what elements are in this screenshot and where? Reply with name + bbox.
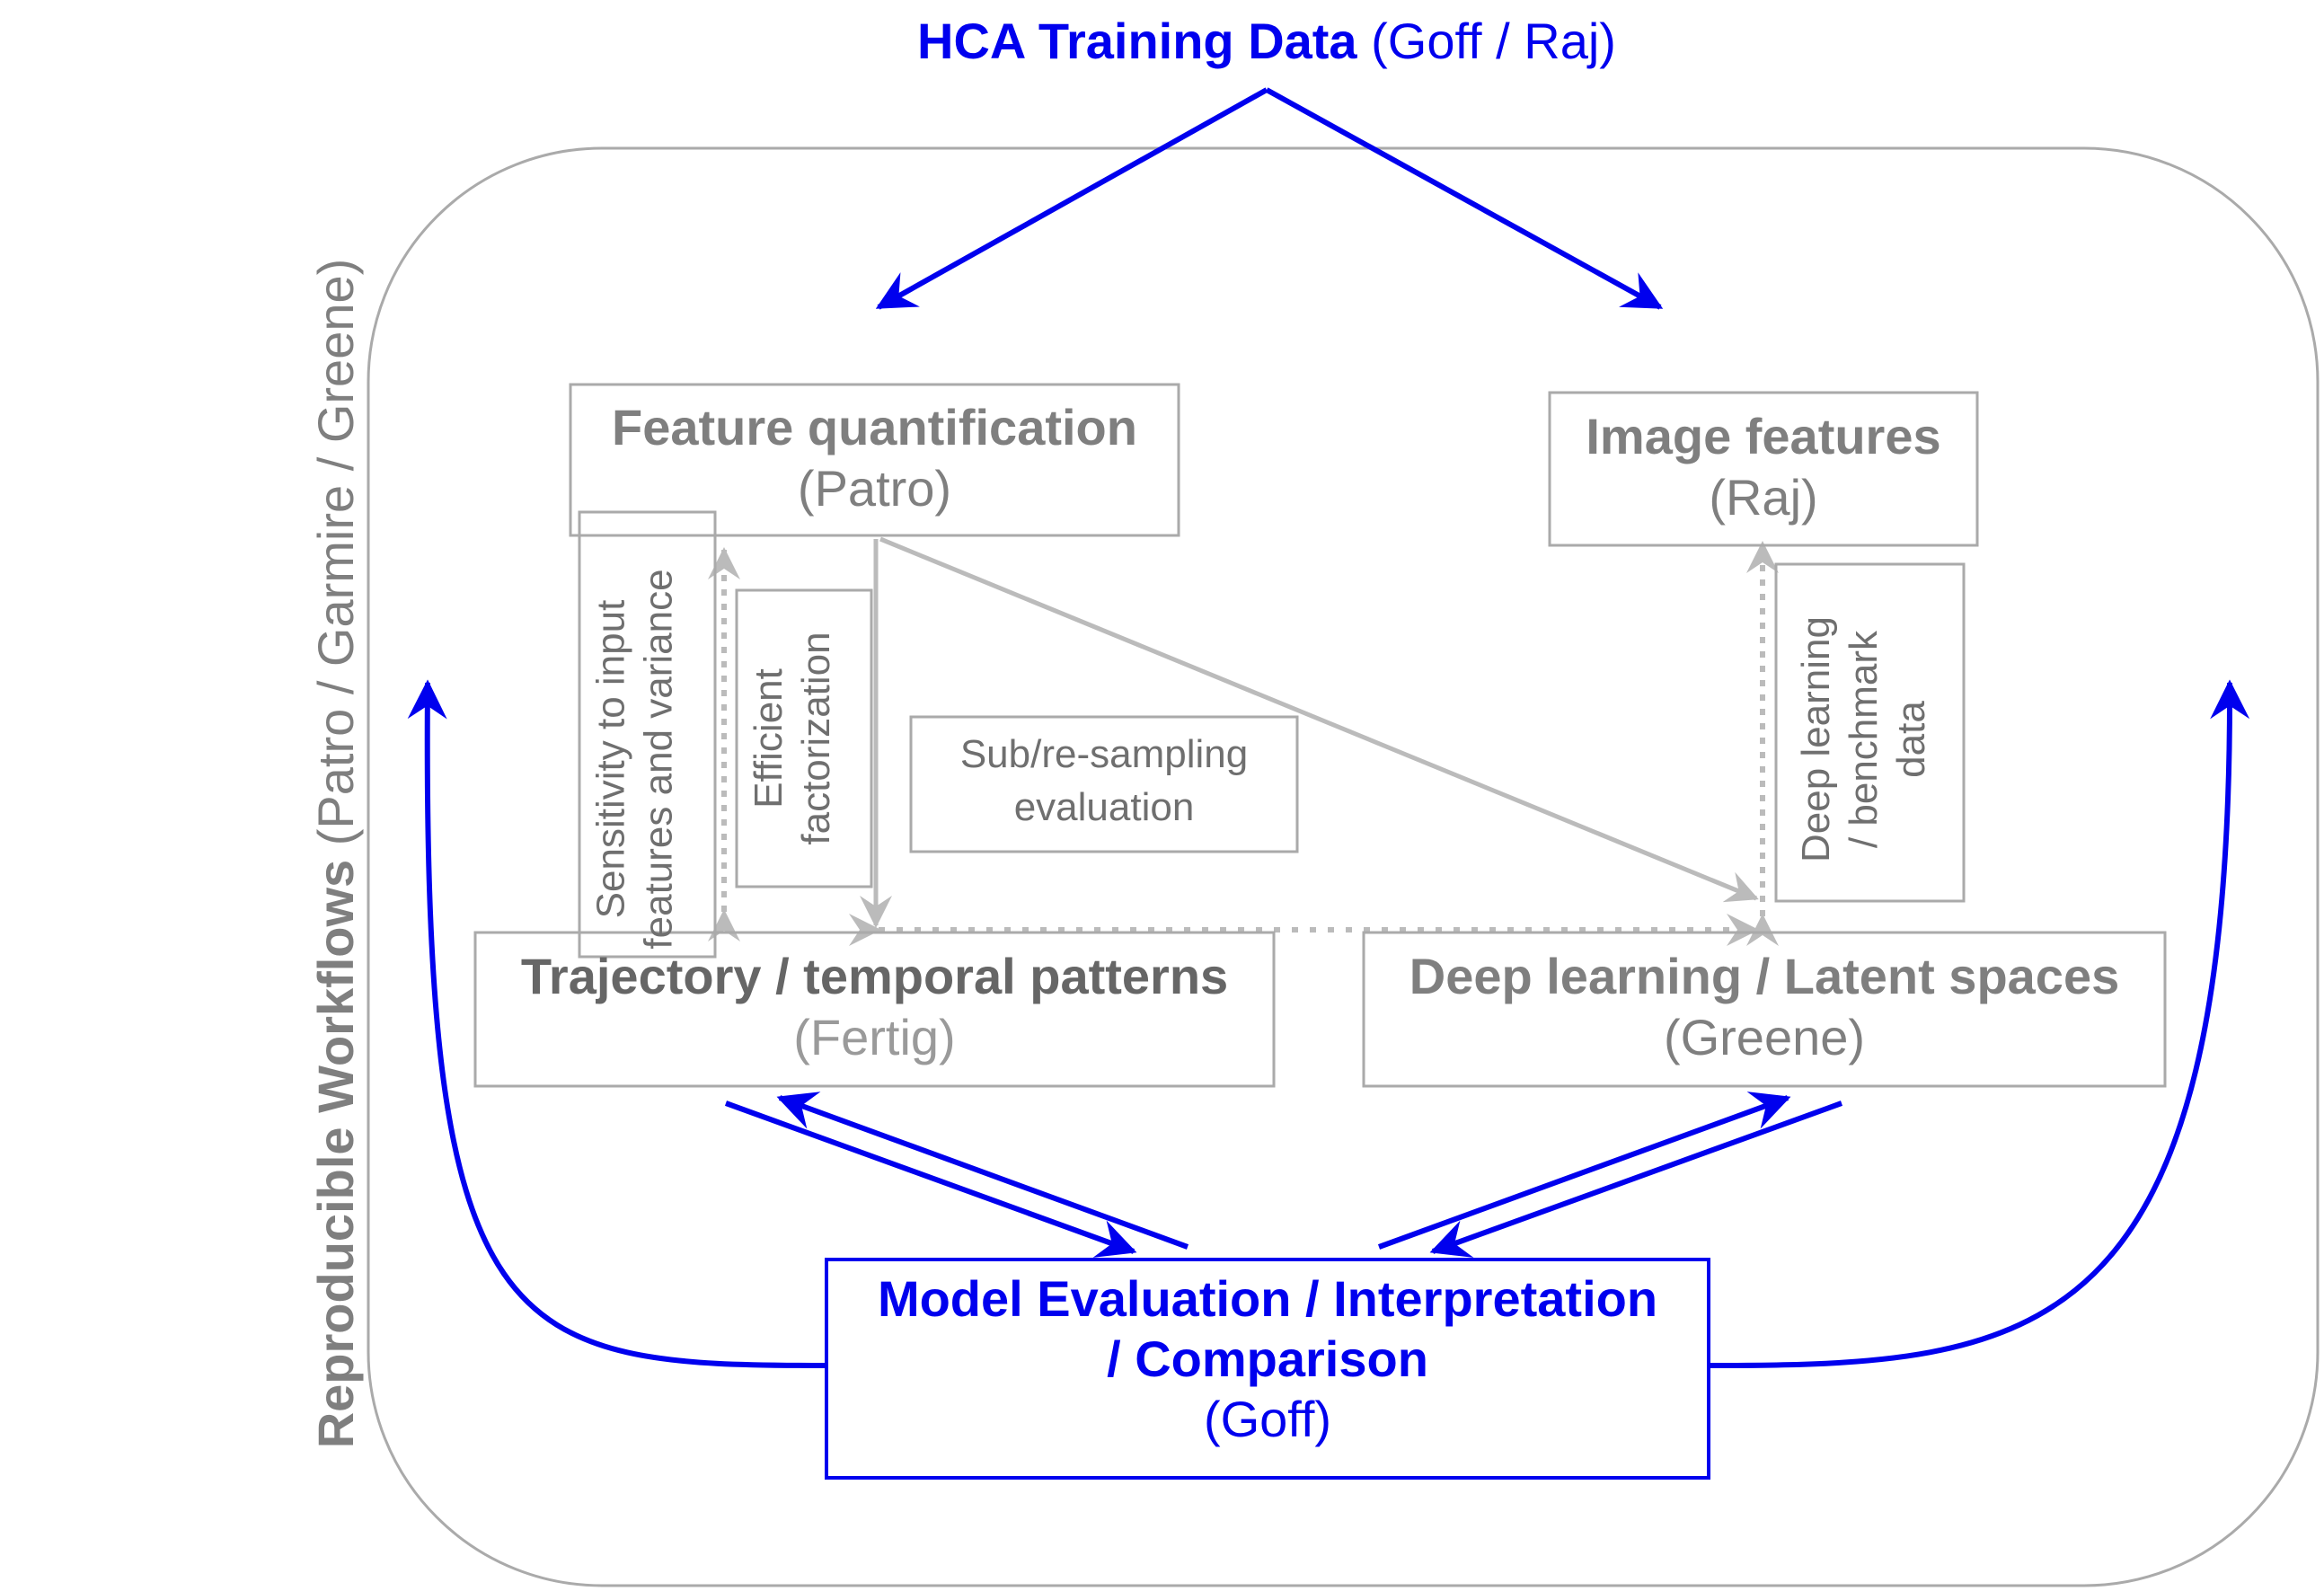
deep-title: Deep learning / Latent spaces bbox=[1409, 948, 2120, 1004]
hca-authors: (Goff / Raj) bbox=[1371, 13, 1616, 69]
trajectory-authors: (Fertig) bbox=[793, 1009, 956, 1066]
sensitivity-line2: features and variance bbox=[636, 569, 681, 950]
hca-title: HCA Training Data bbox=[917, 13, 1357, 69]
arrow-model-feedback-left bbox=[407, 679, 827, 1368]
deepbench-line2: / benchmark bbox=[1841, 630, 1886, 849]
efficient-line1: Efficient bbox=[747, 668, 791, 809]
arrow-feature-to-deep bbox=[879, 536, 1759, 903]
reproducible-authors: (Patro / Garmire / Greene) bbox=[307, 258, 364, 846]
feature-quantification-box bbox=[569, 383, 1180, 537]
arrow-trajectory-to-model bbox=[724, 1100, 1137, 1258]
model-evaluation-label: Model Evaluation / Interpretation / Comp… bbox=[826, 1268, 1709, 1450]
trajectory-title: Trajectory / temporal patterns bbox=[520, 948, 1229, 1004]
deep-benchmark-label: Deep learning / benchmark data bbox=[1793, 578, 1946, 901]
feature-title: Feature quantification bbox=[612, 399, 1137, 455]
subsampling-line2: evaluation bbox=[1013, 785, 1195, 830]
arrow-hca-to-image bbox=[1265, 87, 1664, 310]
model-evaluation-box bbox=[825, 1258, 1710, 1480]
model-line1: Model Evaluation / Interpretation bbox=[877, 1270, 1658, 1327]
trajectory-box bbox=[473, 931, 1276, 1088]
subsampling-line1: Sub/re-sampling bbox=[959, 732, 1249, 776]
arrow-model-to-trajectory bbox=[776, 1092, 1189, 1250]
model-authors: (Goff) bbox=[1203, 1391, 1332, 1448]
image-features-label: Image features (Raj) bbox=[1550, 406, 1977, 529]
reproducible-workflows-label: Reproducible Workflows (Patro / Garmire … bbox=[305, 229, 368, 1478]
efficient-line2: factorization bbox=[793, 632, 838, 845]
reproducible-title: Reproducible Workflows bbox=[307, 859, 364, 1449]
deep-benchmark-box bbox=[1774, 562, 1966, 903]
arrow-model-to-deep bbox=[1377, 1092, 1791, 1250]
image-features-box bbox=[1548, 391, 1979, 547]
deep-learning-label: Deep learning / Latent spaces (Greene) bbox=[1364, 946, 2165, 1069]
image-title: Image features bbox=[1586, 408, 1941, 464]
sensitivity-box bbox=[578, 510, 717, 959]
trajectory-label: Trajectory / temporal patterns (Fertig) bbox=[475, 946, 1274, 1069]
feature-quantification-label: Feature quantification (Patro) bbox=[570, 397, 1179, 520]
arrow-model-feedback-right bbox=[1708, 679, 2250, 1368]
sensitivity-label: Sensitivity to input features and varian… bbox=[588, 537, 705, 982]
subsampling-label: Sub/re-sampling evaluation bbox=[911, 728, 1297, 835]
arrow-deep-to-model bbox=[1429, 1100, 1843, 1258]
workflow-container bbox=[367, 146, 2320, 1587]
model-line2: / Comparison bbox=[1107, 1330, 1428, 1388]
image-authors: (Raj) bbox=[1709, 469, 1818, 526]
deepbench-line3: data bbox=[1888, 701, 1933, 778]
subsampling-box bbox=[909, 715, 1299, 853]
sensitivity-line1: Sensitivity to input bbox=[588, 599, 633, 919]
arrow-hca-to-feature bbox=[875, 87, 1268, 310]
deep-learning-box bbox=[1362, 931, 2167, 1088]
deepbench-line1: Deep learning bbox=[1794, 616, 1838, 862]
efficient-factorization-box bbox=[735, 588, 873, 888]
deep-authors: (Greene) bbox=[1663, 1009, 1866, 1066]
efficient-factorization-label: Efficient factorization bbox=[746, 595, 862, 882]
hca-training-data-title: HCA Training Data (Goff / Raj) bbox=[813, 11, 1720, 72]
feature-authors: (Patro) bbox=[797, 460, 952, 517]
